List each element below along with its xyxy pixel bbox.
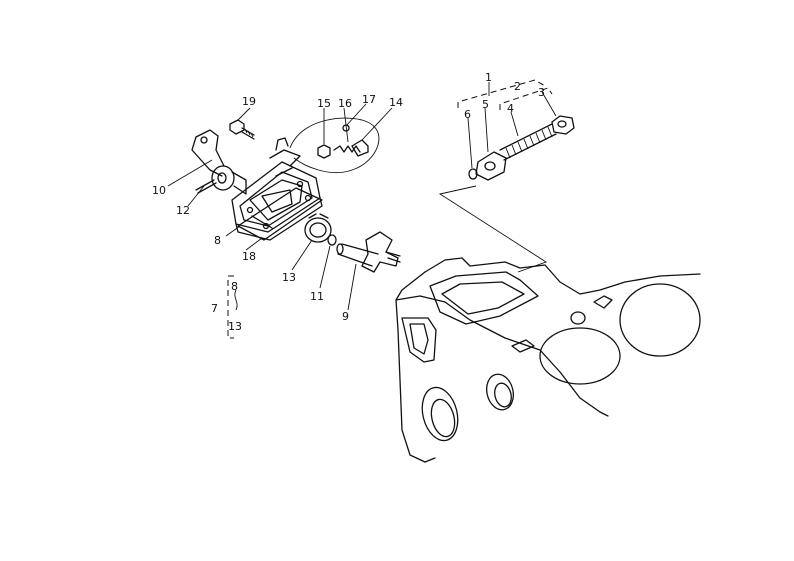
subassembly-outline xyxy=(289,117,380,174)
nut xyxy=(317,144,331,159)
bracket-7-squiggle xyxy=(234,289,238,311)
adjusting-screw-group xyxy=(468,115,575,181)
engine-block xyxy=(395,257,701,463)
callout-10: 10 xyxy=(152,184,166,197)
callout-17: 17 xyxy=(362,93,376,106)
callout-2: 2 xyxy=(514,80,521,93)
callout-19: 19 xyxy=(242,95,256,108)
bolt xyxy=(229,119,255,140)
cover-plate-housing xyxy=(231,137,323,241)
callout-8: 8 xyxy=(214,234,221,247)
callout-15: 15 xyxy=(317,97,331,110)
callout-18: 18 xyxy=(242,250,256,263)
callout-1: 1 xyxy=(485,71,492,84)
circlip xyxy=(304,213,332,243)
washer xyxy=(327,234,337,246)
callout-labels: 1 2 3 4 5 6 7 8 8 9 10 11 12 13 13 14 15… xyxy=(152,71,545,333)
connector-line xyxy=(438,185,548,273)
callout-16: 16 xyxy=(338,97,352,110)
callout-14: 14 xyxy=(389,96,403,109)
lever-arm xyxy=(191,129,247,195)
bracket-2 xyxy=(499,87,553,110)
gasket xyxy=(237,187,323,241)
bracket-1 xyxy=(457,79,546,108)
plug xyxy=(351,139,369,157)
callout-9: 9 xyxy=(342,310,349,323)
callout-7: 7 xyxy=(211,302,218,315)
callout-13-group: 13 xyxy=(228,320,242,333)
callout-13: 13 xyxy=(282,271,296,284)
callout-6: 6 xyxy=(464,108,471,121)
bracket-7 xyxy=(227,275,234,339)
callout-3: 3 xyxy=(538,86,545,99)
callout-11: 11 xyxy=(310,290,324,303)
leader-lines xyxy=(167,82,557,311)
spring-detent xyxy=(333,124,361,153)
callout-4: 4 xyxy=(507,102,514,115)
crank-shaft xyxy=(336,231,401,273)
pin xyxy=(195,179,217,194)
callout-5: 5 xyxy=(482,98,489,111)
callout-8-group: 8 xyxy=(231,280,238,293)
callout-12: 12 xyxy=(176,204,190,217)
